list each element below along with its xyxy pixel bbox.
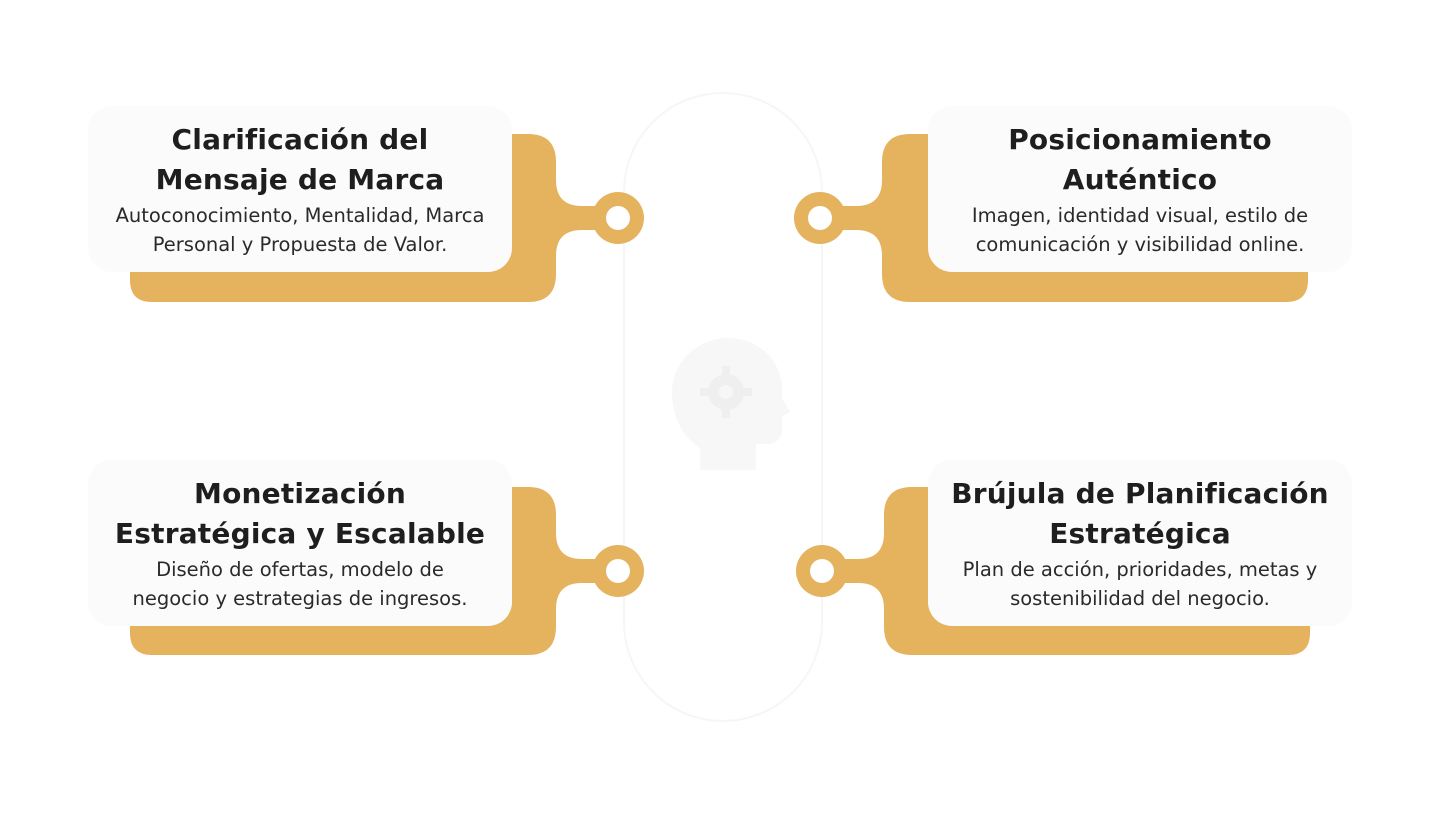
card-desc-line: sostenibilidad del negocio. [1010, 586, 1270, 610]
card-description: Plan de acción, prioridades, metas y sos… [963, 555, 1318, 613]
card-title-line: Estratégica y Escalable [114, 516, 486, 550]
card-title-line: Auténtico [1062, 162, 1218, 196]
card-brand-message: Clarificación del Mensaje de Marca Autoc… [88, 106, 512, 272]
card-planning-compass: Brújula de Planificación Estratégica Pla… [928, 460, 1352, 626]
card-description: Imagen, identidad visual, estilo de comu… [972, 201, 1308, 259]
card-title-line: Estratégica [1049, 516, 1231, 550]
card-title-line: Monetización [194, 476, 406, 510]
card-title-line: Brújula de Planificación [951, 476, 1329, 510]
card-title: Monetización Estratégica y Escalable [115, 474, 485, 554]
card-title-line: Mensaje de Marca [155, 162, 445, 196]
card-title: Clarificación del Mensaje de Marca [156, 120, 445, 200]
card-desc-line: comunicación y visibilidad online. [975, 232, 1305, 256]
card-desc-line: Imagen, identidad visual, estilo de [971, 203, 1309, 227]
head-gear-icon [672, 338, 790, 470]
card-description: Diseño de ofertas, modelo de negocio y e… [133, 555, 468, 613]
card-desc-line: negocio y estrategias de ingresos. [132, 586, 468, 610]
card-title: Brújula de Planificación Estratégica [951, 474, 1329, 554]
card-strategic-monetization: Monetización Estratégica y Escalable Dis… [88, 460, 512, 626]
card-desc-line: Diseño de ofertas, modelo de [156, 557, 444, 581]
card-title-line: Clarificación del [171, 122, 429, 156]
card-desc-line: Autoconocimiento, Mentalidad, Marca [115, 203, 485, 227]
card-authentic-positioning: Posicionamiento Auténtico Imagen, identi… [928, 106, 1352, 272]
card-title: Posicionamiento Auténtico [1008, 120, 1272, 200]
center-capsule [623, 92, 823, 722]
card-title-line: Posicionamiento [1008, 122, 1272, 156]
card-description: Autoconocimiento, Mentalidad, Marca Pers… [116, 201, 485, 259]
card-desc-line: Personal y Propuesta de Valor. [152, 232, 448, 256]
card-desc-line: Plan de acción, prioridades, metas y [962, 557, 1318, 581]
